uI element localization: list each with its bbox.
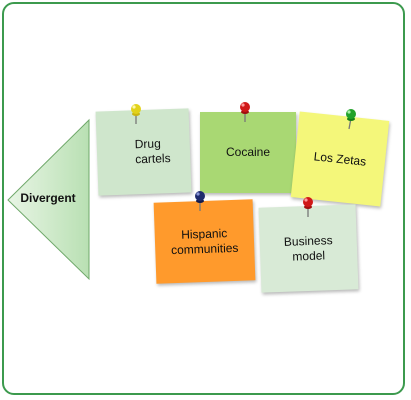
sticky-note-los-zetas: Los Zetas — [290, 111, 390, 207]
pushpin-icon — [131, 104, 141, 124]
divergent-label: Divergent — [20, 191, 76, 205]
sticky-note-cocaine: Cocaine — [200, 112, 296, 193]
note-label: Drug cartels — [134, 136, 171, 167]
pushpin-icon — [303, 197, 313, 217]
pushpin-icon — [240, 102, 250, 122]
note-label: Business model — [283, 232, 333, 264]
pushpin-icon — [195, 191, 205, 211]
divergent-triangle — [7, 118, 90, 281]
note-label: Cocaine — [225, 145, 271, 159]
note-label: Hispanic communities — [170, 225, 239, 257]
pushpin-icon — [346, 109, 356, 130]
note-label: Los Zetas — [313, 148, 367, 169]
